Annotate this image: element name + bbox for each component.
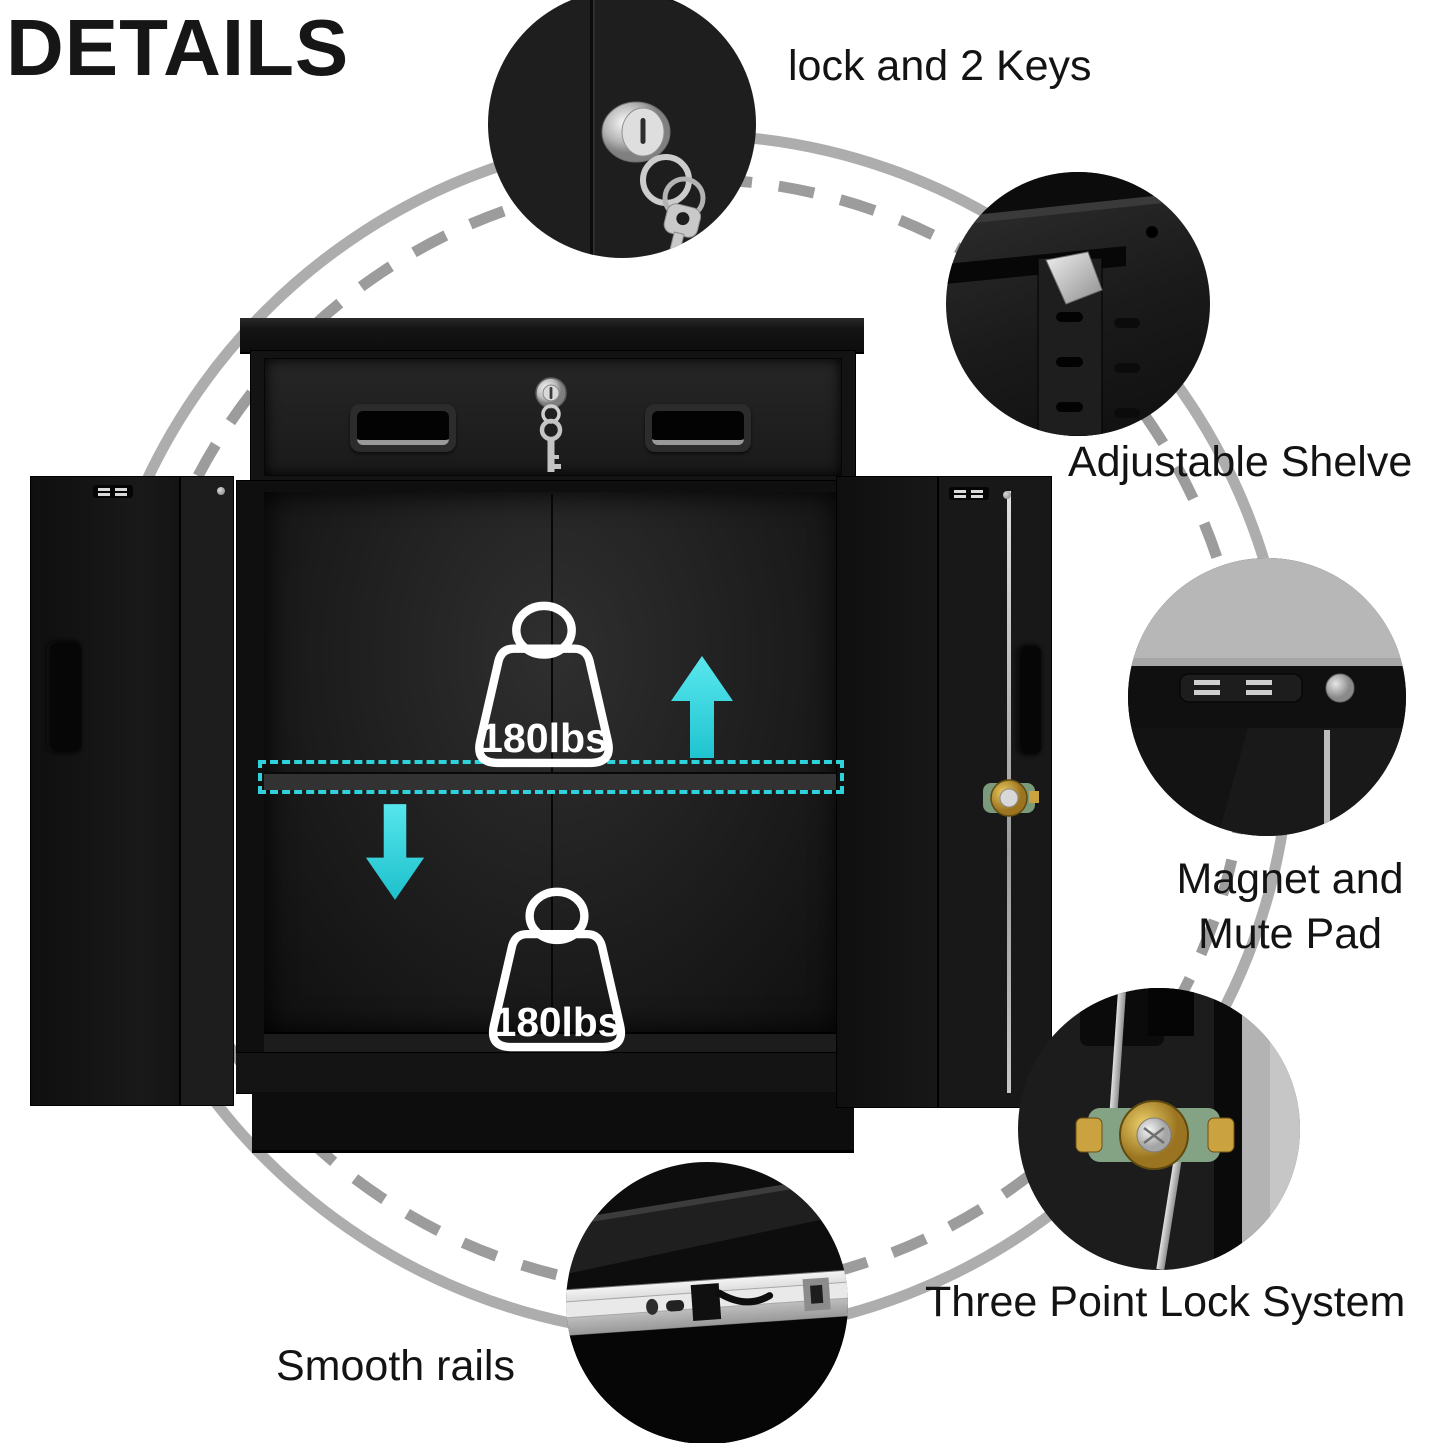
arrow-down-icon bbox=[365, 804, 425, 900]
label-lock-keys: lock and 2 Keys bbox=[788, 42, 1092, 90]
right-door-handle bbox=[1017, 645, 1041, 755]
left-door-open bbox=[30, 476, 234, 1106]
drawer-handle-right bbox=[645, 404, 751, 452]
drawer-lock-and-key-icon bbox=[535, 377, 567, 472]
right-door-magnet-plate bbox=[949, 487, 989, 500]
adjustable-shelf bbox=[264, 772, 842, 790]
magnet-mute-pad-icon bbox=[1128, 558, 1406, 836]
door-lock-mechanism-icon bbox=[983, 779, 1039, 817]
weight-icon-bottom: 180lbs bbox=[488, 887, 626, 1052]
weight-icon-top: 180lbs bbox=[475, 601, 613, 768]
drawer-handle-right-recess bbox=[652, 411, 744, 445]
lock-and-keys-icon bbox=[590, 0, 756, 258]
left-door-edge-fold bbox=[179, 477, 233, 1105]
cabinet-base-plinth bbox=[252, 1092, 854, 1153]
shelf-load-bottom-label: 180lbs bbox=[494, 999, 621, 1045]
shelf-bracket-icon bbox=[946, 172, 1210, 436]
drawer-handle-left bbox=[350, 404, 456, 452]
label-smooth-rails: Smooth rails bbox=[276, 1342, 515, 1390]
left-door-screw bbox=[217, 487, 225, 495]
right-door-open bbox=[836, 476, 1052, 1108]
callout-circle-lock-keys bbox=[488, 0, 756, 258]
callout-circle-magnet-mute-pad bbox=[1128, 558, 1406, 836]
lock-rod-top-screw bbox=[1003, 491, 1011, 499]
drawer-handle-left-recess bbox=[357, 411, 449, 445]
left-door-handle bbox=[47, 641, 81, 753]
mute-pad-icon bbox=[1325, 673, 1355, 703]
cabinet-front-rail bbox=[236, 1052, 870, 1093]
callout-circle-three-point-lock bbox=[1018, 988, 1300, 1270]
cabinet-top-cap bbox=[240, 318, 864, 354]
callout-circle-adjustable-shelf bbox=[946, 172, 1210, 436]
left-door-magnet-plate bbox=[93, 485, 133, 498]
label-three-point-lock: Three Point Lock System bbox=[925, 1278, 1406, 1326]
callout-circle-smooth-rails bbox=[566, 1162, 848, 1443]
drawer-rail-icon bbox=[566, 1174, 848, 1443]
arrow-up-icon bbox=[671, 656, 733, 758]
label-magnet-mute-pad: Magnet and Mute Pad bbox=[1176, 855, 1404, 959]
label-adjustable-shelf: Adjustable Shelve bbox=[1068, 438, 1413, 486]
lock-mechanism-icon bbox=[1075, 988, 1300, 1270]
shelf-load-top-label: 180lbs bbox=[480, 715, 608, 761]
page-title: DETAILS bbox=[6, 3, 350, 92]
